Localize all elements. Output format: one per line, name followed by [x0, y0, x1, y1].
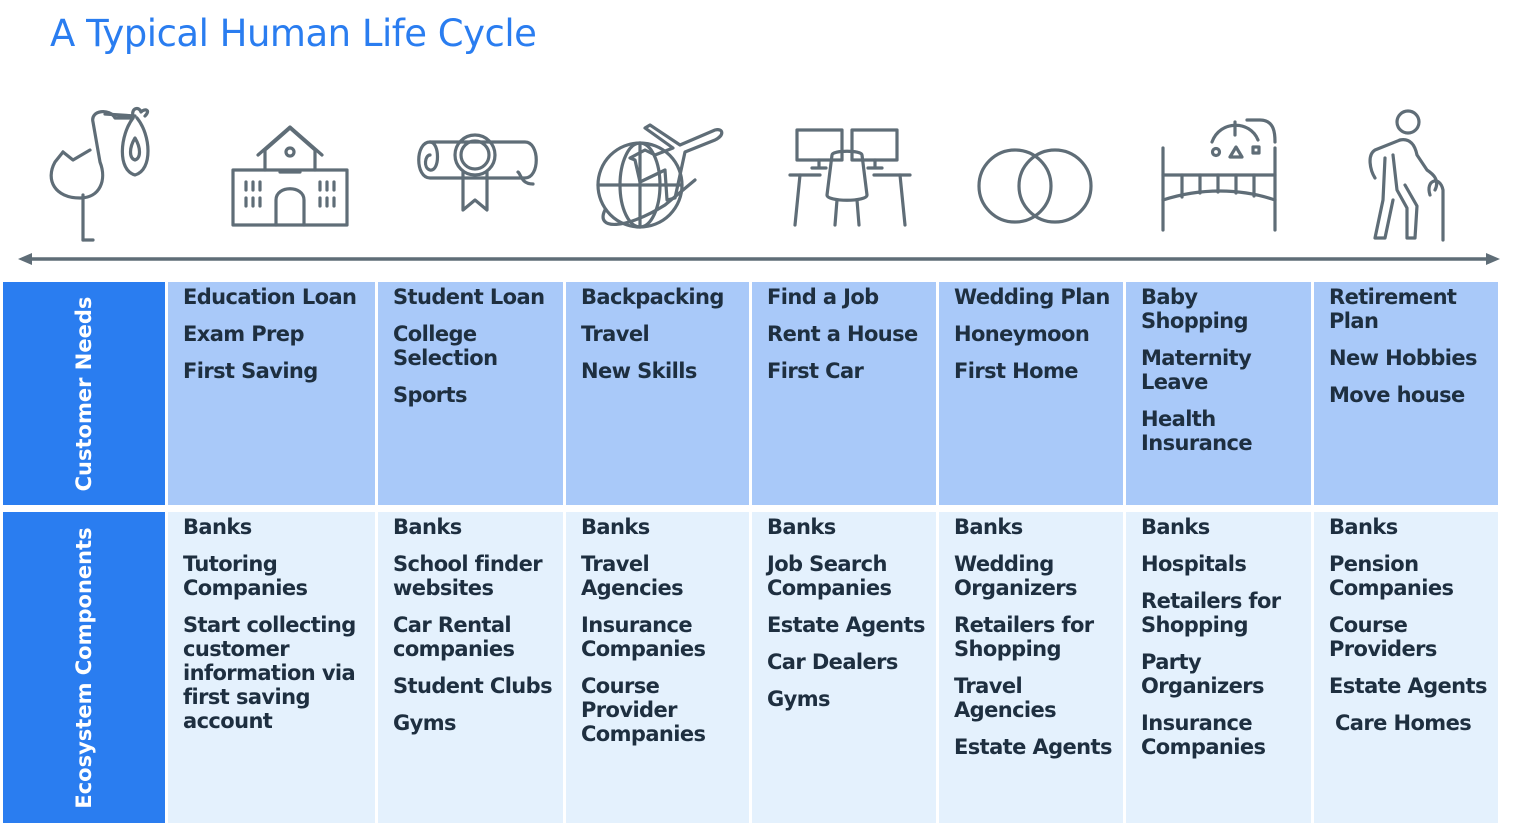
baby-crib-icon — [1150, 100, 1290, 245]
row-label-ecosystem-components: Ecosystem Components — [3, 512, 165, 823]
diploma-scroll-icon — [405, 100, 545, 245]
list-item: Insurance Companies — [581, 613, 706, 661]
list-item: Wedding Plan — [954, 285, 1110, 309]
globe-airplane-icon — [595, 100, 735, 245]
list-item: Retirement Plan — [1329, 285, 1457, 333]
needs-cell-2: Student Loan College Selection Sports — [378, 282, 563, 505]
eco-cell-2: Banks School finder websites Car Rental … — [378, 512, 563, 823]
list-item: Backpacking — [581, 285, 724, 309]
stork-baby-icon — [35, 100, 175, 245]
needs-cell-7: Retirement Plan New Hobbies Move house — [1314, 282, 1498, 505]
list-item: Estate Agents — [1329, 674, 1487, 698]
list-item: New Skills — [581, 359, 697, 383]
list-item: Retailers for Shopping — [954, 613, 1094, 661]
needs-cell-6: Baby Shopping Maternity Leave Health Ins… — [1126, 282, 1311, 505]
list-item: Retailers for Shopping — [1141, 589, 1281, 637]
list-item: Car Rental companies — [393, 613, 515, 661]
office-desk-icon — [782, 100, 922, 245]
eco-cell-3: Banks Travel Agencies Insurance Companie… — [566, 512, 749, 823]
list-item: Banks — [1141, 515, 1210, 539]
list-item: Estate Agents — [954, 735, 1112, 759]
list-item: Travel Agencies — [581, 552, 684, 600]
timeline-arrow — [18, 252, 1500, 266]
list-item: Student Loan — [393, 285, 545, 309]
wedding-rings-icon — [965, 100, 1105, 245]
list-item: Party Organizers — [1141, 650, 1264, 698]
list-item: Banks — [954, 515, 1023, 539]
list-item: Gyms — [393, 711, 457, 735]
needs-cell-3: Backpacking Travel New Skills — [566, 282, 749, 505]
list-item: First Saving — [183, 359, 318, 383]
list-item: First Car — [767, 359, 864, 383]
list-item: Sports — [393, 383, 467, 407]
list-item: School finder websites — [393, 552, 543, 600]
list-item: Travel Agencies — [954, 674, 1057, 722]
row-label-text: Ecosystem Components — [72, 526, 96, 809]
page-title: A Typical Human Life Cycle — [50, 12, 537, 55]
needs-cell-4: Find a Job Rent a House First Car — [752, 282, 936, 505]
list-item: Start collecting customer information vi… — [183, 613, 356, 733]
list-item: Banks — [183, 515, 252, 539]
list-item: Rent a House — [767, 322, 918, 346]
list-item: Travel — [581, 322, 650, 346]
list-item: Wedding Organizers — [954, 552, 1077, 600]
list-item: Health Insurance — [1141, 407, 1253, 455]
list-item: Car Dealers — [767, 650, 898, 674]
list-item: Maternity Leave — [1141, 346, 1252, 394]
eco-cell-7: Banks Pension Companies Course Providers… — [1314, 512, 1498, 823]
list-item: Tutoring Companies — [183, 552, 308, 600]
list-item: Find a Job — [767, 285, 879, 309]
list-item: College Selection — [393, 322, 498, 370]
list-item: Hospitals — [1141, 552, 1247, 576]
school-building-icon — [220, 100, 360, 245]
list-item: Student Clubs — [393, 674, 553, 698]
eco-cell-1: Banks Tutoring Companies Start collectin… — [168, 512, 375, 823]
list-item: Pension Companies — [1329, 552, 1454, 600]
list-item: Banks — [393, 515, 462, 539]
elderly-person-cane-icon — [1335, 100, 1475, 245]
list-item: Care Homes — [1335, 711, 1472, 735]
list-item: Gyms — [767, 687, 831, 711]
list-item: Move house — [1329, 383, 1465, 407]
list-item: New Hobbies — [1329, 346, 1478, 370]
list-item: Banks — [1329, 515, 1398, 539]
list-item: Education Loan — [183, 285, 357, 309]
list-item: Estate Agents — [767, 613, 925, 637]
list-item: Baby Shopping — [1141, 285, 1249, 333]
list-item: Honeymoon — [954, 322, 1090, 346]
row-label-customer-needs: Customer Needs — [3, 282, 165, 505]
needs-cell-1: Education Loan Exam Prep First Saving — [168, 282, 375, 505]
row-label-text: Customer Needs — [72, 296, 96, 491]
list-item: Insurance Companies — [1141, 711, 1266, 759]
list-item: Course Providers — [1329, 613, 1437, 661]
eco-cell-6: Banks Hospitals Retailers for Shopping P… — [1126, 512, 1311, 823]
needs-cell-5: Wedding Plan Honeymoon First Home — [939, 282, 1123, 505]
eco-cell-4: Banks Job Search Companies Estate Agents… — [752, 512, 936, 823]
eco-cell-5: Banks Wedding Organizers Retailers for S… — [939, 512, 1123, 823]
list-item: First Home — [954, 359, 1078, 383]
list-item: Banks — [767, 515, 836, 539]
list-item: Exam Prep — [183, 322, 304, 346]
list-item: Course Provider Companies — [581, 674, 706, 746]
list-item: Banks — [581, 515, 650, 539]
list-item: Job Search Companies — [767, 552, 892, 600]
